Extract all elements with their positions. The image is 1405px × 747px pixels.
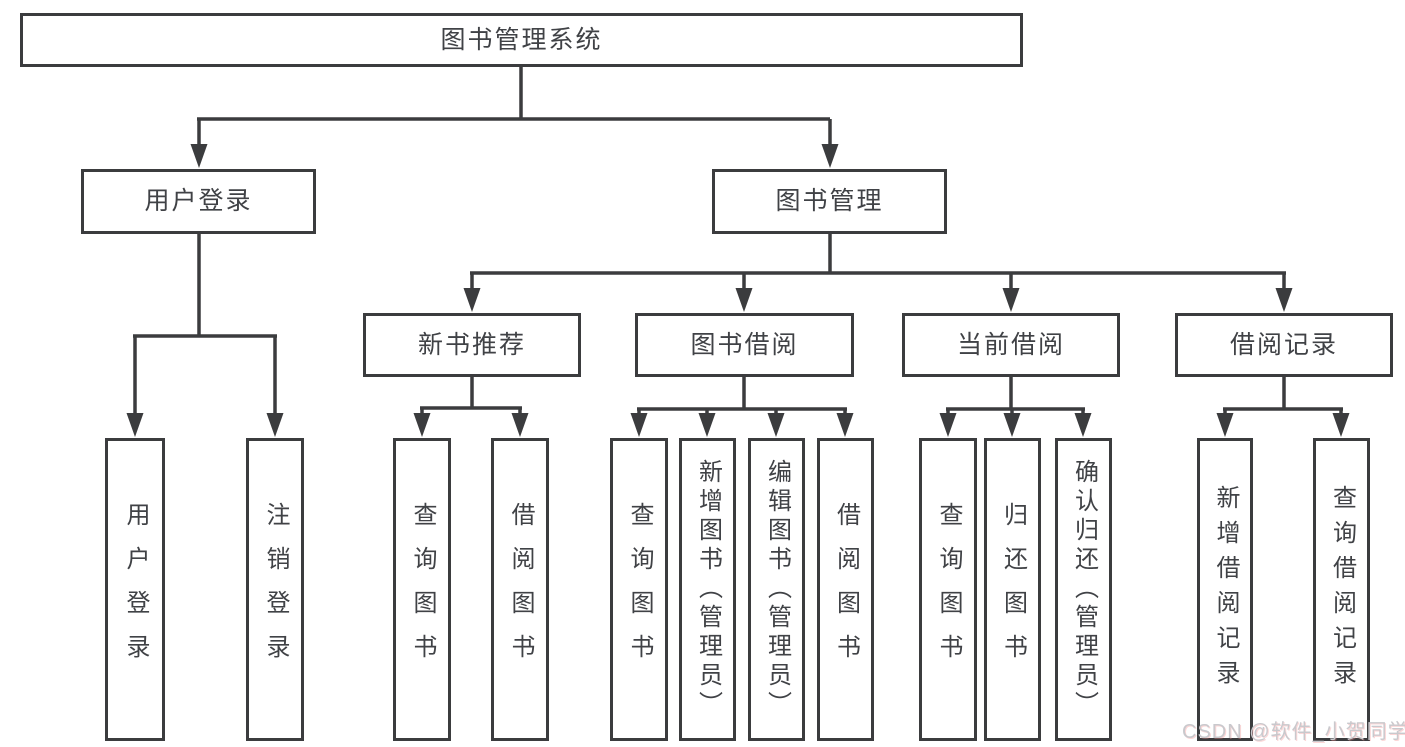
arrowhead <box>939 413 957 437</box>
node-current-borrow: 当前借阅 <box>902 313 1120 377</box>
arrowhead <box>1003 413 1021 437</box>
leaf-query-borrow-record: 查询借阅记录 <box>1313 438 1370 741</box>
connector-book-mgmt-to-groups <box>463 234 1293 312</box>
arrowhead <box>1074 413 1092 437</box>
leaf-label: 确认归还（管理员） <box>1070 459 1098 720</box>
node-root: 图书管理系统 <box>20 13 1023 67</box>
arrowhead <box>511 413 529 437</box>
arrowhead <box>1216 413 1234 437</box>
leaf-label: 编辑图书（管理员） <box>763 459 791 720</box>
arrowhead <box>413 413 431 437</box>
leaf-return-books: 归还图书 <box>984 438 1041 741</box>
leaf-label: 查询图书 <box>626 501 653 678</box>
node-book-management: 图书管理 <box>712 169 947 234</box>
node-book-borrow-label: 图书借阅 <box>690 330 799 359</box>
arrowhead <box>126 413 144 437</box>
leaf-borrow-books: 借阅图书 <box>817 438 874 741</box>
node-root-label: 图书管理系统 <box>440 25 603 54</box>
connector-book-borrow-to-leaves <box>630 377 854 437</box>
node-book-borrow: 图书借阅 <box>635 313 854 377</box>
connector-root-to-level2 <box>190 67 839 168</box>
arrowhead <box>1275 288 1293 312</box>
leaf-add-borrow-record: 新增借阅记录 <box>1197 438 1253 741</box>
leaf-label: 新增图书（管理员） <box>694 459 722 720</box>
connector-new-book-to-leaves <box>413 377 529 437</box>
leaf-label: 查询图书 <box>409 501 436 678</box>
connector-borrow-records-to-leaves <box>1216 377 1350 437</box>
leaf-query-books-borrow: 查询图书 <box>610 438 668 741</box>
leaf-label: 注销登录 <box>262 501 289 678</box>
arrowhead <box>821 144 839 168</box>
node-user-login-label: 用户登录 <box>144 187 253 215</box>
arrowhead <box>698 413 716 437</box>
leaf-label: 用户登录 <box>122 501 149 678</box>
leaf-edit-books-admin: 编辑图书（管理员） <box>748 438 805 741</box>
node-user-login: 用户登录 <box>81 169 316 234</box>
leaf-borrow-books-recommend: 借阅图书 <box>491 438 549 741</box>
node-current-borrow-label: 当前借阅 <box>956 330 1065 359</box>
leaf-logout: 注销登录 <box>246 438 304 741</box>
arrowhead <box>463 288 481 312</box>
leaf-user-login: 用户登录 <box>105 438 165 741</box>
leaf-query-books-recommend: 查询图书 <box>393 438 451 741</box>
leaf-label: 借阅图书 <box>507 501 534 678</box>
node-borrow-records: 借阅记录 <box>1175 313 1393 377</box>
leaf-label: 查询图书 <box>935 501 962 678</box>
leaf-label: 查询借阅记录 <box>1328 484 1356 695</box>
arrowhead <box>266 413 284 437</box>
node-book-management-label: 图书管理 <box>775 187 884 215</box>
leaf-label: 借阅图书 <box>832 501 860 678</box>
arrowhead <box>836 413 854 437</box>
arrowhead <box>190 144 208 168</box>
leaf-confirm-return-admin: 确认归还（管理员） <box>1055 438 1112 741</box>
leaf-query-books-current: 查询图书 <box>919 438 977 741</box>
connector-user-login-to-leaves <box>126 234 284 437</box>
node-borrow-records-label: 借阅记录 <box>1229 330 1338 359</box>
node-new-book-recommend: 新书推荐 <box>363 313 581 377</box>
leaf-add-books-admin: 新增图书（管理员） <box>679 438 736 741</box>
leaf-label: 归还图书 <box>999 501 1027 678</box>
leaf-label: 新增借阅记录 <box>1212 484 1239 695</box>
arrowhead <box>1002 288 1020 312</box>
arrowhead <box>630 413 648 437</box>
csdn-watermark: CSDN @软件_小贺同学 <box>1182 721 1405 743</box>
node-new-book-recommend-label: 新书推荐 <box>417 330 526 359</box>
arrowhead <box>767 413 785 437</box>
arrowhead <box>735 288 753 312</box>
arrowhead <box>1332 413 1350 437</box>
connector-current-borrow-to-leaves <box>939 377 1092 437</box>
